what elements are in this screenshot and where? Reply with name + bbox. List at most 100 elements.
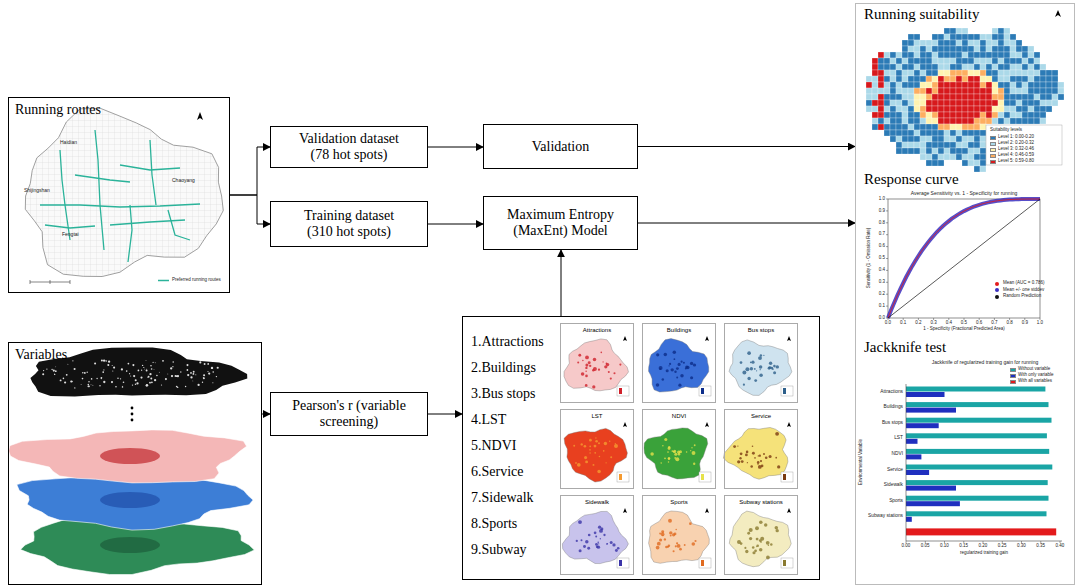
bar-without bbox=[906, 402, 1049, 407]
suitability-cell bbox=[968, 70, 974, 76]
suitability-cell bbox=[1010, 34, 1016, 40]
suitability-cell bbox=[968, 136, 974, 142]
suitability-cell bbox=[1034, 106, 1040, 112]
thumbnail-legend-ramp bbox=[619, 388, 622, 394]
suitability-cell bbox=[1004, 58, 1010, 64]
suitability-cell bbox=[962, 118, 968, 124]
tick bbox=[1021, 541, 1022, 543]
point bbox=[43, 370, 44, 371]
thumbnail-spot bbox=[600, 538, 601, 539]
point bbox=[103, 381, 105, 383]
suitability-cell bbox=[932, 118, 938, 124]
bar-without bbox=[906, 465, 1052, 470]
flow-arrow bbox=[638, 146, 855, 147]
bar-only bbox=[906, 408, 956, 413]
suitability-cell bbox=[986, 58, 992, 64]
bar-only bbox=[906, 454, 921, 459]
thumbnail-spot bbox=[613, 372, 615, 374]
suitability-cell bbox=[1022, 88, 1028, 94]
suitability-cell bbox=[872, 106, 878, 112]
suitability-cell bbox=[920, 82, 926, 88]
point bbox=[64, 381, 66, 383]
legend-swatch bbox=[990, 160, 996, 164]
suitability-cell bbox=[896, 130, 902, 136]
suitability-cell bbox=[944, 52, 950, 58]
suitability-cell bbox=[884, 118, 890, 124]
point bbox=[207, 371, 208, 372]
point bbox=[207, 363, 209, 365]
thumbnail-spot bbox=[595, 437, 596, 438]
point bbox=[132, 364, 134, 366]
suitability-cell bbox=[956, 58, 962, 64]
thumbnail-spot bbox=[749, 528, 753, 532]
tick bbox=[948, 318, 949, 320]
thumbnail-spot bbox=[573, 445, 575, 447]
suitability-cell bbox=[866, 94, 872, 100]
thumbnail-spot bbox=[763, 453, 765, 455]
point bbox=[176, 386, 178, 388]
suitability-cell bbox=[1028, 76, 1034, 82]
suitability-cell bbox=[896, 70, 902, 76]
suitability-cell bbox=[1010, 82, 1016, 88]
suitability-cell bbox=[992, 112, 998, 118]
tick-label: 0.40 bbox=[1056, 544, 1065, 549]
suitability-cell bbox=[1010, 52, 1016, 58]
suitability-cell bbox=[914, 34, 920, 40]
suitability-cell bbox=[902, 106, 908, 112]
thumbnail-map bbox=[723, 428, 788, 480]
suitability-cell bbox=[956, 118, 962, 124]
point bbox=[111, 381, 113, 383]
legend-text: Level 1: 0.00-0.20 bbox=[998, 135, 1034, 140]
suitability-cell bbox=[944, 136, 950, 142]
suitability-cell bbox=[920, 106, 926, 112]
tick bbox=[983, 541, 984, 543]
point bbox=[208, 372, 210, 374]
point bbox=[101, 377, 103, 379]
suitability-cell bbox=[1034, 94, 1040, 100]
thumbnail-title: Sidewalk bbox=[561, 496, 633, 505]
north-arrow bbox=[197, 112, 203, 120]
point bbox=[92, 384, 94, 386]
suitability-cell bbox=[980, 142, 986, 148]
thumbnail-spot bbox=[676, 542, 678, 544]
suitability-cell bbox=[938, 82, 944, 88]
suitability-cell bbox=[998, 40, 1004, 46]
suitability-cell bbox=[950, 130, 956, 136]
thumbnail-spot bbox=[754, 368, 756, 370]
point bbox=[187, 369, 189, 371]
suitability-cell bbox=[932, 82, 938, 88]
suitability-cell bbox=[992, 52, 998, 58]
thumbnail-legend-ramp bbox=[619, 474, 622, 480]
variable-item: 7.Sidewalk bbox=[463, 485, 557, 511]
thumbnail-spot bbox=[757, 463, 758, 464]
suitability-cell bbox=[980, 58, 986, 64]
thumbnail-spot bbox=[598, 526, 601, 529]
suitability-cell bbox=[980, 106, 986, 112]
suitability-cell bbox=[926, 148, 932, 154]
thumbnail-spot bbox=[750, 361, 752, 363]
tick-label: 0.20 bbox=[979, 544, 988, 549]
scale-bar bbox=[30, 280, 70, 284]
thumbnail-spot bbox=[777, 465, 780, 468]
suitability-cell bbox=[980, 130, 986, 136]
thumbnail-spot bbox=[662, 378, 664, 380]
suitability-cell bbox=[938, 58, 944, 64]
suitability-cell bbox=[998, 28, 1004, 34]
tick bbox=[886, 318, 888, 319]
suitability-cell bbox=[878, 52, 884, 58]
suitability-cell bbox=[926, 142, 932, 148]
bar-without bbox=[906, 480, 1048, 485]
thumbnail-spot bbox=[691, 447, 692, 448]
city-outline bbox=[25, 108, 223, 276]
suitability-cell bbox=[1022, 94, 1028, 100]
suitability-cell bbox=[920, 100, 926, 106]
suitability-cell bbox=[986, 70, 992, 76]
panel: Running suitabilityResponse curveJackkni… bbox=[855, 3, 1075, 585]
legend-frame bbox=[986, 125, 1062, 165]
suitability-cell bbox=[926, 70, 932, 76]
suitability-cell bbox=[992, 28, 998, 34]
suitability-cell bbox=[1016, 40, 1022, 46]
thumbnail-spot bbox=[593, 358, 597, 362]
legend-swatch bbox=[990, 148, 996, 152]
running-route bbox=[95, 130, 104, 250]
